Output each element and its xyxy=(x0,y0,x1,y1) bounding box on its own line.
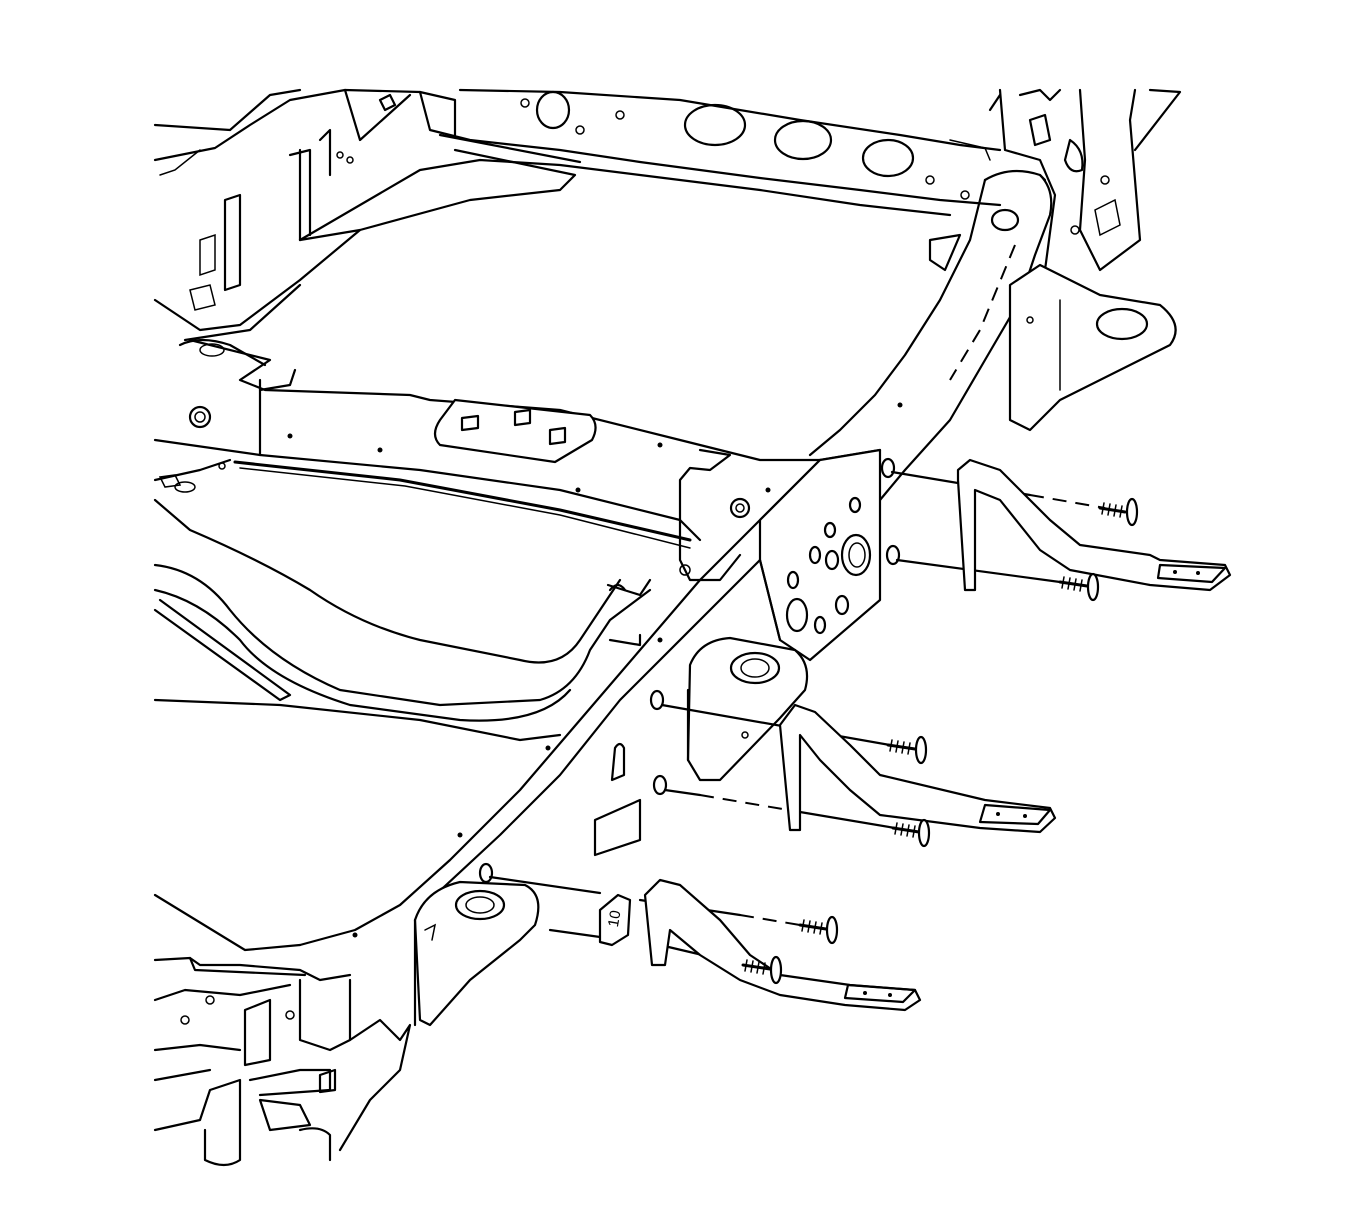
lower-inner-rail xyxy=(153,458,652,742)
middle-washer-lower xyxy=(652,774,668,796)
upper-right-frame xyxy=(988,88,1182,282)
front-bolt-lower xyxy=(741,955,783,985)
right-side-rail xyxy=(808,169,1177,502)
left-side-rail xyxy=(153,338,822,549)
rear-bracket-assembly xyxy=(880,457,1232,602)
middle-spring-hanger xyxy=(686,636,809,782)
middle-washer-upper xyxy=(649,689,665,711)
upper-left-frame-corner xyxy=(153,88,412,342)
stamped-tag: 10 xyxy=(598,893,632,947)
rear-washer-upper xyxy=(880,457,896,479)
middle-bracket-assembly xyxy=(649,689,1057,848)
rear-bolt-upper xyxy=(1098,497,1139,527)
rear-bolt-lower xyxy=(1058,572,1100,602)
rear-crossmember xyxy=(298,88,1002,242)
middle-bolt-lower xyxy=(891,818,931,848)
stamp-mark-label: 10 xyxy=(605,909,625,928)
front-bolt-upper xyxy=(798,915,839,945)
front-bracket-assembly: 10 xyxy=(478,862,922,1012)
rear-washer-lower xyxy=(885,544,901,566)
front-spring-hanger xyxy=(413,880,540,1027)
lower-left-frame-corner xyxy=(153,956,412,1167)
main-front-rail xyxy=(153,402,903,952)
front-washer-upper xyxy=(478,862,494,884)
middle-bolt-upper xyxy=(886,735,928,765)
